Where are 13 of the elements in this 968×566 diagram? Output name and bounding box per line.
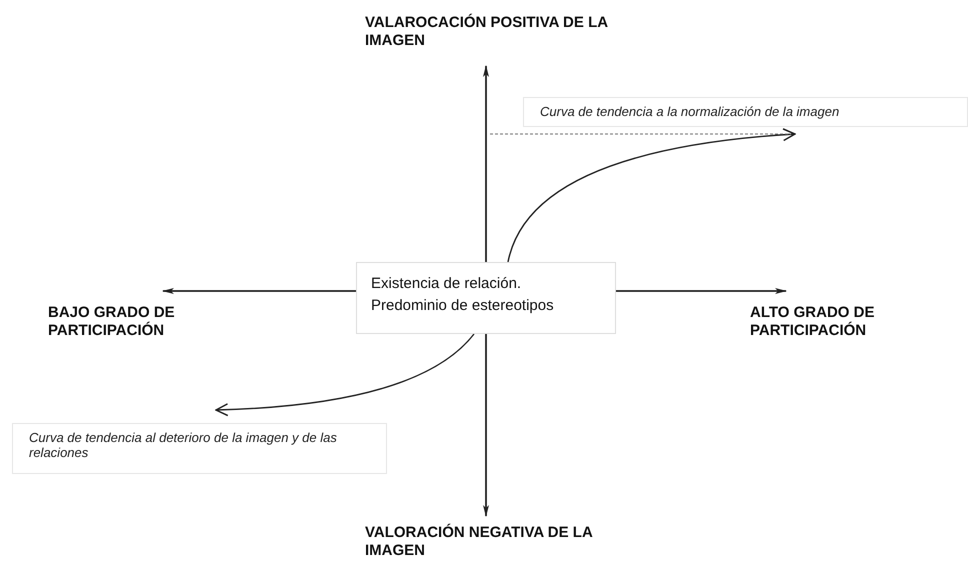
axis-label: ALTO GRADO DE PARTICIPACIÓN <box>750 304 920 344</box>
curve-arrow <box>215 334 475 416</box>
axis-label: VALORACIÓN NEGATIVA DE LA IMAGEN <box>365 524 655 564</box>
axis-arrow <box>616 288 787 294</box>
axis-label: BAJO GRADO DE PARTICIPACIÓN <box>48 304 218 344</box>
curve-arrow <box>507 128 796 262</box>
axis-arrow <box>483 65 489 262</box>
text-box: Existencia de relación. Predominio de estereotipos <box>356 262 616 334</box>
axis-label: VALAROCACIÓN POSITIVA DE LA IMAGEN <box>365 14 655 54</box>
curve-caption: Curva de tendencia al deterioro de la imagen y de las relaciones <box>12 423 387 474</box>
curve-caption: Curva de tendencia a la normalización de la imagen <box>523 97 968 127</box>
axis-arrow <box>162 288 356 294</box>
axis-arrow <box>483 334 489 517</box>
